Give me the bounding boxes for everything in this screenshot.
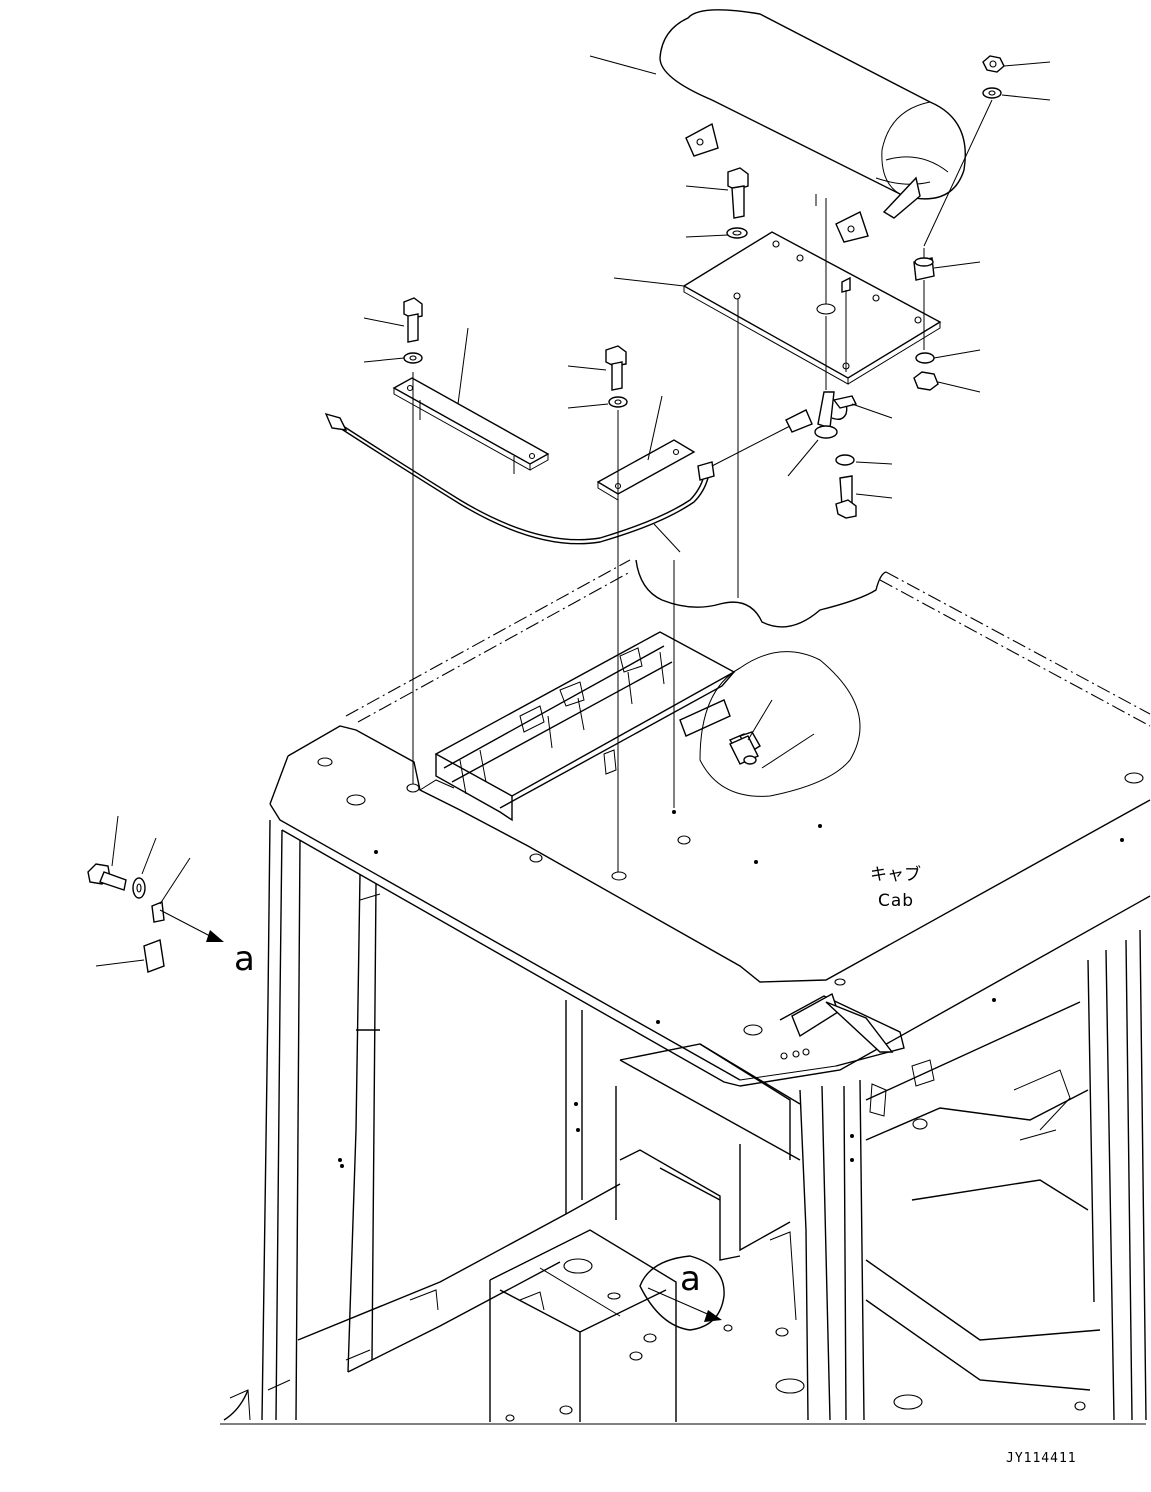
connector	[729, 735, 759, 765]
wiring-harness	[324, 409, 813, 545]
rubber-mount	[913, 248, 939, 391]
arrow-right-down-icon	[704, 1310, 722, 1322]
bolt-middle	[605, 345, 628, 408]
cutaway-line	[635, 559, 887, 628]
arrow-right-down-icon	[206, 930, 224, 942]
location-view-letter: a	[680, 1259, 701, 1299]
bracket-left	[392, 377, 550, 474]
bracket-middle	[596, 439, 696, 501]
roof-bosses	[317, 757, 1144, 1036]
nut-top-right	[982, 55, 1005, 99]
bolt-upper	[726, 167, 749, 239]
detail-parts-left	[87, 863, 224, 973]
location-marker	[639, 1255, 733, 1332]
ground-stud	[814, 391, 858, 519]
detail-bubble	[699, 651, 861, 797]
cab-label-japanese: キャブ	[870, 864, 921, 885]
drawing-number: JY114411	[1006, 1451, 1077, 1466]
assembly-leaders	[412, 99, 993, 872]
cab-frame	[220, 819, 1147, 1425]
detail-view-letter: a	[234, 939, 255, 979]
callout-leaders	[95, 55, 1051, 967]
roof-rail-frame	[434, 631, 761, 822]
mounting-plate	[682, 231, 942, 385]
roof-panel	[269, 725, 1151, 1087]
roof-outline	[345, 559, 1151, 727]
bolt-left	[403, 297, 423, 364]
cab-label-english: Cab	[878, 891, 914, 911]
cylinder-housing	[659, 9, 966, 243]
